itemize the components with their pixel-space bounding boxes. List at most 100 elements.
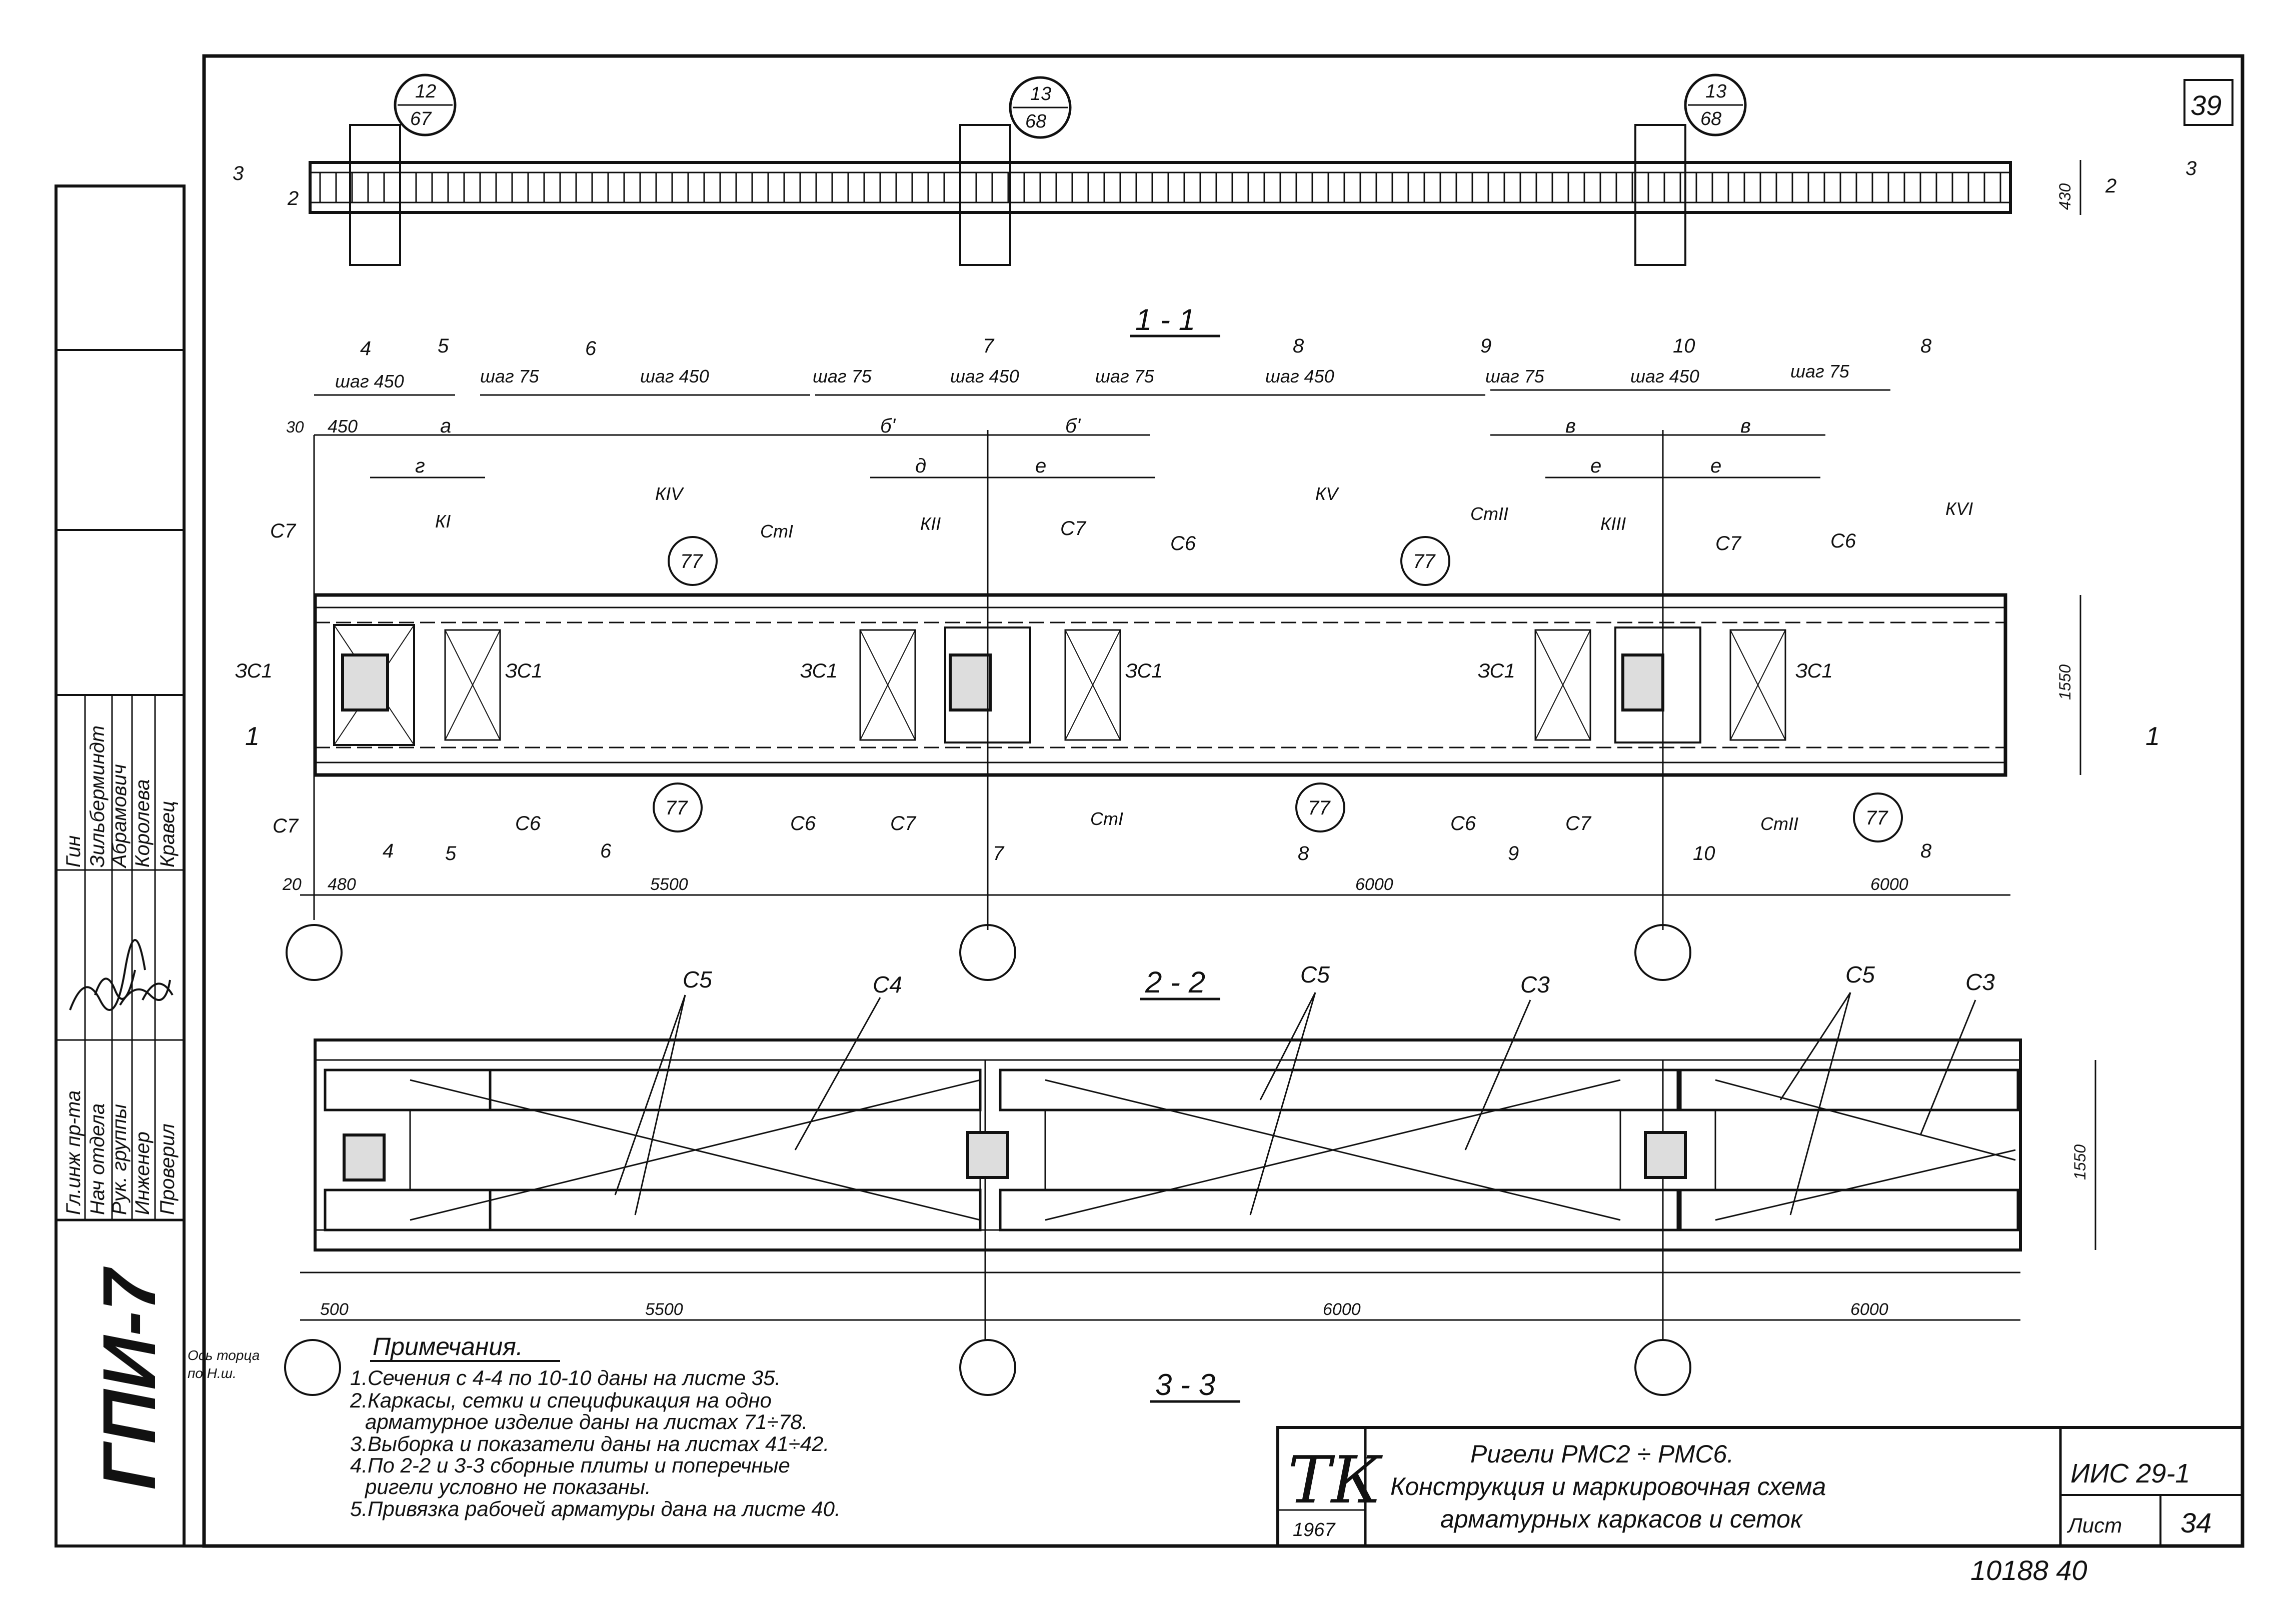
cut-label: 7 [983, 335, 995, 357]
sheet-side-code: ГПИ-7 [87, 1266, 171, 1490]
signature-name: Кравец [157, 801, 179, 868]
dim-label: е [1590, 455, 1601, 477]
step-label: шаг 75 [813, 366, 872, 386]
signature-role: Рук. группы [109, 1104, 131, 1215]
section-mark: 1 [245, 722, 260, 751]
mesh-label: С4 [873, 972, 902, 998]
sheet-frame [55, 54, 2244, 1548]
callout-num: 12 [415, 81, 436, 102]
signature-name: Гин [63, 836, 85, 868]
svg-text:77: 77 [1308, 797, 1331, 819]
dim-label: е [1710, 455, 1721, 477]
dim-label: 500 [320, 1300, 349, 1319]
step-label: шаг 75 [1095, 366, 1155, 386]
dim-label: б' [1065, 415, 1081, 437]
axis-circle [1634, 924, 1691, 981]
mesh-label: ЗС1 [1125, 660, 1163, 682]
stamp-title: арматурных каркасов и сеток [1440, 1505, 1803, 1533]
section-title-2-2: 2 - 2 [1145, 966, 1205, 999]
note-line: арматурное изделие даны на листах 71÷78. [365, 1410, 808, 1434]
step-label: шаг 450 [950, 366, 1019, 386]
mesh-label: ЗС1 [505, 660, 543, 682]
cut-label: 9 [1508, 842, 1519, 864]
dim-label: б' [880, 415, 896, 437]
cut-label: 9 [1480, 335, 1491, 357]
dim-label: а [440, 415, 451, 437]
dim-label: 480 [328, 875, 356, 894]
axis-circle [284, 1339, 341, 1396]
page-number: 39 [2190, 90, 2221, 121]
section-mark: 2 [287, 188, 299, 210]
svg-text:77: 77 [680, 550, 703, 572]
section-title-1-1: 1 - 1 [1135, 303, 1195, 336]
ref-circle-77: 77 [1400, 536, 1450, 586]
section-2-2: 2 - 2 С5 С4 С5 С3 С5 С3 [284, 962, 2096, 1403]
step-label: шаг 450 [1630, 366, 1699, 386]
svg-text:77: 77 [1413, 550, 1436, 572]
cut-label: 4 [360, 338, 371, 360]
mesh-label: ЗС1 [1795, 660, 1833, 682]
section-mark: 1 [2145, 722, 2160, 751]
step-label: шаг 450 [335, 371, 404, 392]
svg-text:77: 77 [665, 797, 688, 819]
note-line: ригели условно не показаны. [364, 1475, 651, 1498]
note-line: 2.Каркасы, сетки и спецификация на одно [350, 1388, 772, 1412]
callout-num: 13 [1030, 84, 1051, 104]
stamp-code: ИИС 29-1 [2070, 1458, 2190, 1488]
svg-text:77: 77 [1865, 807, 1888, 829]
note-line: 3.Выборка и показатели даны на листах 41… [350, 1432, 829, 1456]
handwritten-signatures [69, 939, 174, 1011]
notes: Примечания. 1.Сечения с 4-4 по 10-10 дан… [350, 1332, 841, 1520]
stamp-title: Конструкция и маркировочная схема [1390, 1472, 1826, 1500]
signature-block: Гл.инж пр-та Нач отдела Рук. группы Инже… [63, 726, 179, 1490]
mesh-label: СтI [1090, 808, 1123, 829]
step-label: шаг 75 [1790, 361, 1850, 382]
mesh-label: С6 [1830, 530, 1856, 552]
cut-label: 8 [1298, 842, 1309, 864]
mesh-label: СтII [1470, 504, 1508, 524]
node-1 [333, 624, 501, 746]
section-mark: 3 [2185, 158, 2196, 180]
mesh-label: С3 [1965, 969, 1995, 995]
callout-circle: 12 67 [394, 74, 457, 136]
signature-name: Зильберминдт [87, 726, 109, 868]
step-label: шаг 450 [1265, 366, 1334, 386]
dim-label: 1550 [2071, 1144, 2089, 1180]
dim-label: 6000 [1870, 875, 1908, 894]
frame-label: КI [435, 511, 451, 532]
mesh-label: С7 [1565, 812, 1592, 834]
dim-label: 6000 [1355, 875, 1393, 894]
frame-label: КIV [655, 484, 684, 504]
section-title-3-3: 3 - 3 [1155, 1368, 1215, 1402]
signature-role: Гл.инж пр-та [63, 1090, 85, 1215]
ref-circle-77: 77 [1295, 782, 1345, 832]
mesh-label: С3 [1520, 972, 1550, 998]
dim-label: в [1565, 415, 1576, 437]
signature-name: Королева [132, 780, 154, 868]
step-label: шаг 75 [1485, 366, 1545, 386]
mesh-label: С7 [270, 520, 297, 542]
dim-label: 6000 [1323, 1300, 1361, 1319]
stamp-sheet-num: 34 [2180, 1507, 2211, 1538]
cut-label: 4 [383, 840, 394, 862]
callout-den: 68 [1700, 108, 1721, 130]
mesh-label: С7 [890, 812, 917, 834]
axis-circle [1634, 1339, 1691, 1396]
stamp-logo: ТК [1288, 1442, 1383, 1518]
section-mark: 2 [2105, 175, 2116, 197]
mesh-label: С6 [1450, 812, 1476, 834]
dim-label: д [915, 455, 926, 477]
cut-label: 8 [1293, 335, 1304, 357]
dim-label: г [415, 455, 425, 477]
stamp-title: Ригели РМС2 ÷ РМС6. [1470, 1440, 1734, 1468]
dim-label: 30 [286, 418, 304, 436]
cut-label: 10 [1673, 335, 1695, 357]
callout-circle: 13 68 [1009, 76, 1072, 139]
node-3 [1534, 626, 1786, 744]
ref-circle-77: 77 [668, 536, 718, 586]
mesh-label: С6 [790, 812, 816, 834]
cut-label: 8 [1920, 840, 1932, 862]
cut-label: 5 [438, 335, 449, 357]
note-line: 1.Сечения с 4-4 по 10-10 даны на листе 3… [350, 1366, 781, 1390]
